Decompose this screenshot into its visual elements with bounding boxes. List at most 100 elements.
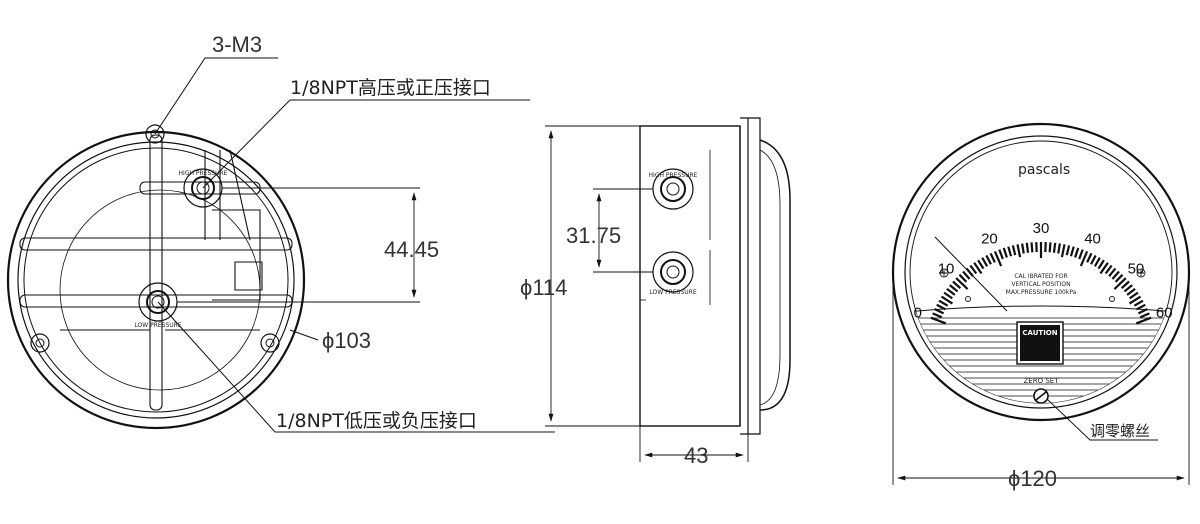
side-high-port-text: HIGH PRESSURE	[649, 172, 698, 179]
scale-tick	[946, 287, 956, 296]
scale-tick	[973, 262, 983, 275]
scale-tick	[1108, 267, 1117, 277]
scale-tick	[952, 280, 962, 289]
unit-label: pascals	[1018, 162, 1070, 178]
scale-tick	[943, 291, 953, 300]
calibration-line-2: VERTICAL POSITION	[1011, 281, 1070, 288]
scale-tick	[1120, 280, 1130, 289]
scale-tick	[1135, 316, 1152, 325]
rear-low-port-text: LOW PRESSURE	[134, 322, 181, 329]
scale-tick	[1025, 242, 1030, 253]
scale-tick	[981, 257, 989, 267]
body-diameter-value: ϕ114	[520, 275, 567, 300]
scale-tick	[955, 277, 969, 290]
rear-view: HIGH PRESSURE LOW PRESSURE 3-M3 1/8NPT高压…	[6, 32, 555, 433]
side-dimensions	[545, 125, 749, 462]
scale-label: 30	[1033, 220, 1050, 237]
scale-tick	[1060, 244, 1066, 258]
outer-diameter-value: ϕ120	[1008, 466, 1057, 491]
scale-tick	[1016, 244, 1022, 258]
scale-tick	[1048, 242, 1052, 253]
scale-tick	[1069, 246, 1075, 257]
scale-tick	[969, 264, 978, 275]
scale-tick	[1137, 308, 1148, 315]
scale-label: 60	[1156, 305, 1173, 322]
scale-tick	[936, 303, 947, 311]
rear-high-port-text: HIGH PRESSURE	[179, 170, 228, 177]
scale-tick	[998, 249, 1004, 260]
scale-tick	[932, 312, 943, 319]
scale-tick	[993, 250, 1003, 267]
scale-tick	[1104, 264, 1113, 275]
scale-ticks	[930, 242, 1152, 325]
scale-tick	[989, 252, 996, 263]
caution-title: CAUTION	[1022, 329, 1057, 337]
scale-tick	[962, 270, 971, 280]
low-port-label: 1/8NPT低压或负压接口	[276, 410, 477, 432]
scale-tick	[1007, 246, 1013, 257]
calibration-line-1: CAL IBRATED FOR	[1014, 273, 1067, 280]
scale-tick	[1093, 257, 1101, 267]
zero-set-label: ZERO SET	[1024, 377, 1060, 385]
scale-label: 40	[1084, 230, 1101, 247]
scale-tick	[1099, 262, 1109, 275]
screw-boss-left	[30, 333, 50, 353]
scale-tick	[1002, 247, 1008, 258]
screw-boss-right	[260, 333, 280, 353]
scale-tick	[958, 273, 968, 283]
scale-tick	[1113, 277, 1127, 290]
scale-tick	[949, 284, 959, 293]
scale-tick	[1078, 249, 1084, 260]
rear-leaders	[154, 57, 555, 433]
scale-tick	[930, 316, 947, 325]
scale-tick	[1129, 291, 1139, 300]
zero-screw	[1033, 388, 1049, 404]
face-screws	[939, 268, 1146, 302]
screw-label: 3-M3	[212, 32, 262, 57]
scale-tick	[1079, 250, 1089, 267]
side-view: HIGH PRESSURE LOW PRESSURE ϕ114 31.75 43	[520, 117, 791, 468]
scale-label: 0	[914, 305, 922, 322]
scale-tick	[1057, 243, 1061, 254]
calibration-line-3: MAX.PRESSURE 100kPa	[1006, 289, 1077, 296]
zero-screw-label: 调零螺丝	[1090, 422, 1150, 440]
scale-tick	[938, 299, 949, 307]
scale-tick	[1128, 295, 1142, 305]
scale-tick	[1133, 299, 1144, 307]
scale-tick	[1114, 273, 1124, 283]
port-spacing-value: 44.45	[384, 237, 439, 262]
side-low-port: LOW PRESSURE	[649, 251, 697, 296]
scale-tick	[1021, 243, 1025, 254]
scale-tick	[985, 254, 992, 265]
rear-low-port: LOW PRESSURE	[134, 282, 182, 329]
screw-boss-top	[145, 124, 165, 144]
scale-tick	[1139, 312, 1150, 319]
scale-tick	[1030, 242, 1034, 253]
pointer-needle	[934, 236, 1008, 312]
rear-ribs	[19, 134, 293, 411]
side-high-port: HIGH PRESSURE	[649, 168, 698, 210]
side-low-port-text: LOW PRESSURE	[649, 289, 696, 296]
scale-tick	[1126, 287, 1136, 296]
scale-tick	[1135, 303, 1146, 311]
mount-diameter-value: ϕ103	[322, 328, 371, 353]
scale-tick	[1052, 242, 1057, 253]
scale-tick	[1097, 259, 1105, 270]
scale-tick	[1074, 247, 1080, 258]
port-spacing-dimension	[177, 187, 420, 303]
depth-value: 43	[684, 443, 708, 468]
side-port-spacing-value: 31.75	[566, 223, 621, 248]
scale-label: 20	[981, 230, 998, 247]
scale-tick	[1011, 245, 1017, 256]
scale-tick	[1111, 270, 1120, 280]
scale-tick	[1123, 284, 1133, 293]
high-port-label: 1/8NPT高压或正压接口	[290, 77, 491, 99]
front-dimensions	[892, 275, 1190, 485]
caution-label: CAUTION	[1016, 321, 1064, 365]
scale-tick	[934, 308, 945, 315]
scale-tick	[1065, 245, 1071, 256]
scale-tick	[1086, 252, 1093, 263]
